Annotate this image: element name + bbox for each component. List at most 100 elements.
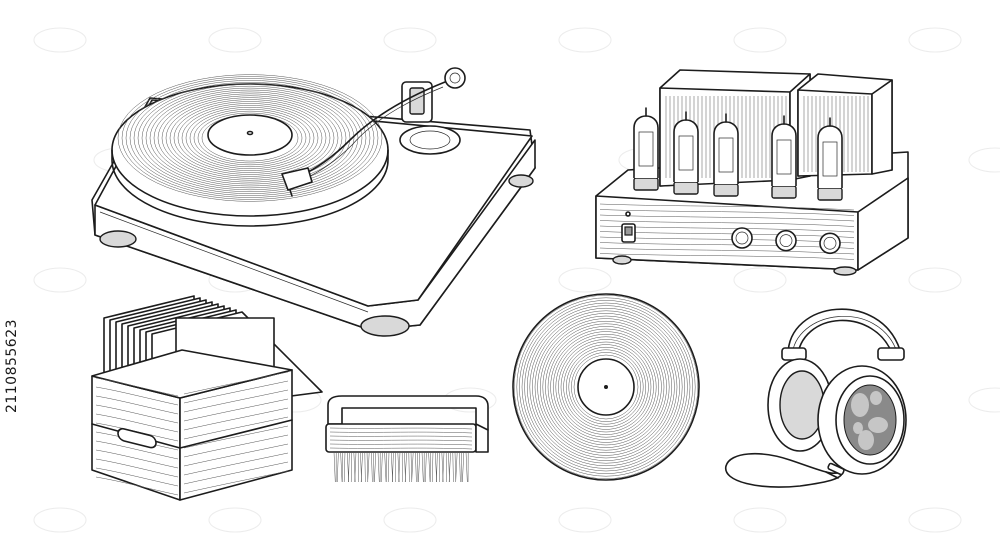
grain-line bbox=[329, 439, 473, 442]
groove-ring bbox=[550, 331, 662, 443]
bristle bbox=[385, 451, 388, 483]
bristle bbox=[380, 451, 383, 483]
turntable bbox=[91, 67, 536, 337]
groove-ring bbox=[519, 300, 693, 474]
grain-line bbox=[599, 203, 855, 211]
groove-ring bbox=[149, 89, 351, 187]
knob bbox=[775, 229, 797, 252]
tube-plate bbox=[776, 139, 792, 175]
watermark-mark bbox=[968, 387, 1000, 413]
tube-plate bbox=[718, 137, 734, 173]
groove-ring bbox=[552, 333, 660, 441]
groove-ring bbox=[181, 105, 319, 171]
watermark-mark bbox=[733, 267, 787, 293]
bristle bbox=[384, 451, 387, 483]
watermark-mark bbox=[208, 507, 262, 533]
grain-line bbox=[95, 404, 179, 424]
groove-ring bbox=[153, 91, 347, 185]
stock-image-id: 2110855623 bbox=[4, 318, 20, 414]
groove-ring bbox=[534, 315, 678, 459]
watermark-mark bbox=[558, 507, 612, 533]
watermark-mark bbox=[383, 27, 437, 53]
watermark-mark bbox=[208, 27, 262, 53]
groove-ring bbox=[516, 297, 696, 477]
amp-knobs bbox=[731, 227, 841, 255]
vinyl-record bbox=[512, 293, 700, 481]
grain-line bbox=[329, 447, 473, 450]
groove-ring bbox=[169, 99, 331, 177]
bristle bbox=[367, 451, 370, 483]
groove-ring bbox=[542, 323, 670, 451]
watermark-mark bbox=[33, 267, 87, 293]
bristle bbox=[429, 451, 432, 483]
grain-line bbox=[329, 431, 473, 434]
grain-line bbox=[95, 458, 179, 478]
grain-line bbox=[95, 377, 179, 397]
grain-line bbox=[183, 434, 289, 458]
tube-glass bbox=[817, 125, 843, 188]
knob-cap bbox=[735, 231, 749, 245]
bristle bbox=[340, 451, 343, 483]
bristle bbox=[364, 451, 366, 483]
groove-ring bbox=[521, 302, 691, 472]
groove-ring bbox=[565, 346, 647, 428]
tube-amplifier bbox=[595, 69, 909, 276]
record-brush bbox=[325, 395, 489, 483]
vacuum-tube bbox=[633, 107, 659, 191]
bristle bbox=[387, 451, 390, 483]
tube-base bbox=[633, 177, 659, 191]
knob-cap bbox=[779, 234, 793, 247]
tube-base bbox=[673, 181, 699, 195]
groove-ring bbox=[129, 80, 371, 196]
groove-ring bbox=[568, 349, 644, 425]
groove-ring bbox=[141, 85, 359, 191]
groove-ring bbox=[560, 341, 652, 433]
groove-ring bbox=[526, 307, 686, 467]
bristle bbox=[392, 451, 394, 483]
bristle bbox=[415, 451, 417, 483]
tube-glass bbox=[673, 119, 699, 182]
groove-ring bbox=[545, 326, 667, 448]
grain-line bbox=[599, 253, 855, 260]
knob bbox=[819, 232, 841, 255]
bristle bbox=[410, 451, 413, 483]
grain-line bbox=[95, 395, 179, 415]
bristle bbox=[411, 451, 414, 483]
bristle bbox=[333, 451, 336, 483]
bristle bbox=[454, 451, 457, 483]
vacuum-tube bbox=[771, 115, 797, 199]
knob bbox=[731, 227, 753, 249]
grain-line bbox=[183, 371, 289, 395]
grain-line bbox=[183, 389, 289, 413]
grain-line bbox=[183, 416, 289, 440]
grain-line bbox=[183, 425, 289, 449]
groove-ring bbox=[165, 97, 335, 179]
groove-ring bbox=[532, 313, 680, 461]
grain-line bbox=[95, 413, 179, 433]
groove-ring bbox=[157, 93, 343, 183]
grain-line bbox=[599, 220, 855, 227]
camo-blot bbox=[853, 422, 863, 434]
groove-ring bbox=[161, 95, 339, 181]
camo-blot bbox=[870, 391, 882, 405]
tube-plate bbox=[678, 135, 694, 171]
groove-ring bbox=[125, 78, 375, 198]
grain-line bbox=[95, 476, 179, 496]
turntable-record-grooves bbox=[117, 74, 383, 202]
bristle bbox=[404, 451, 407, 483]
bristle bbox=[462, 451, 465, 483]
bristle bbox=[398, 451, 401, 483]
bristle bbox=[448, 451, 451, 483]
groove-ring bbox=[197, 112, 303, 164]
grain-line bbox=[183, 407, 289, 431]
grain-line bbox=[599, 209, 855, 216]
bristle bbox=[343, 451, 346, 483]
grain-line bbox=[95, 449, 179, 469]
tube-plate bbox=[822, 141, 838, 177]
groove-ring bbox=[555, 336, 657, 438]
bristle bbox=[348, 451, 350, 483]
vacuum-tube bbox=[817, 117, 843, 201]
groove-ring bbox=[537, 318, 675, 456]
watermark-mark bbox=[33, 507, 87, 533]
bristle bbox=[366, 451, 369, 483]
